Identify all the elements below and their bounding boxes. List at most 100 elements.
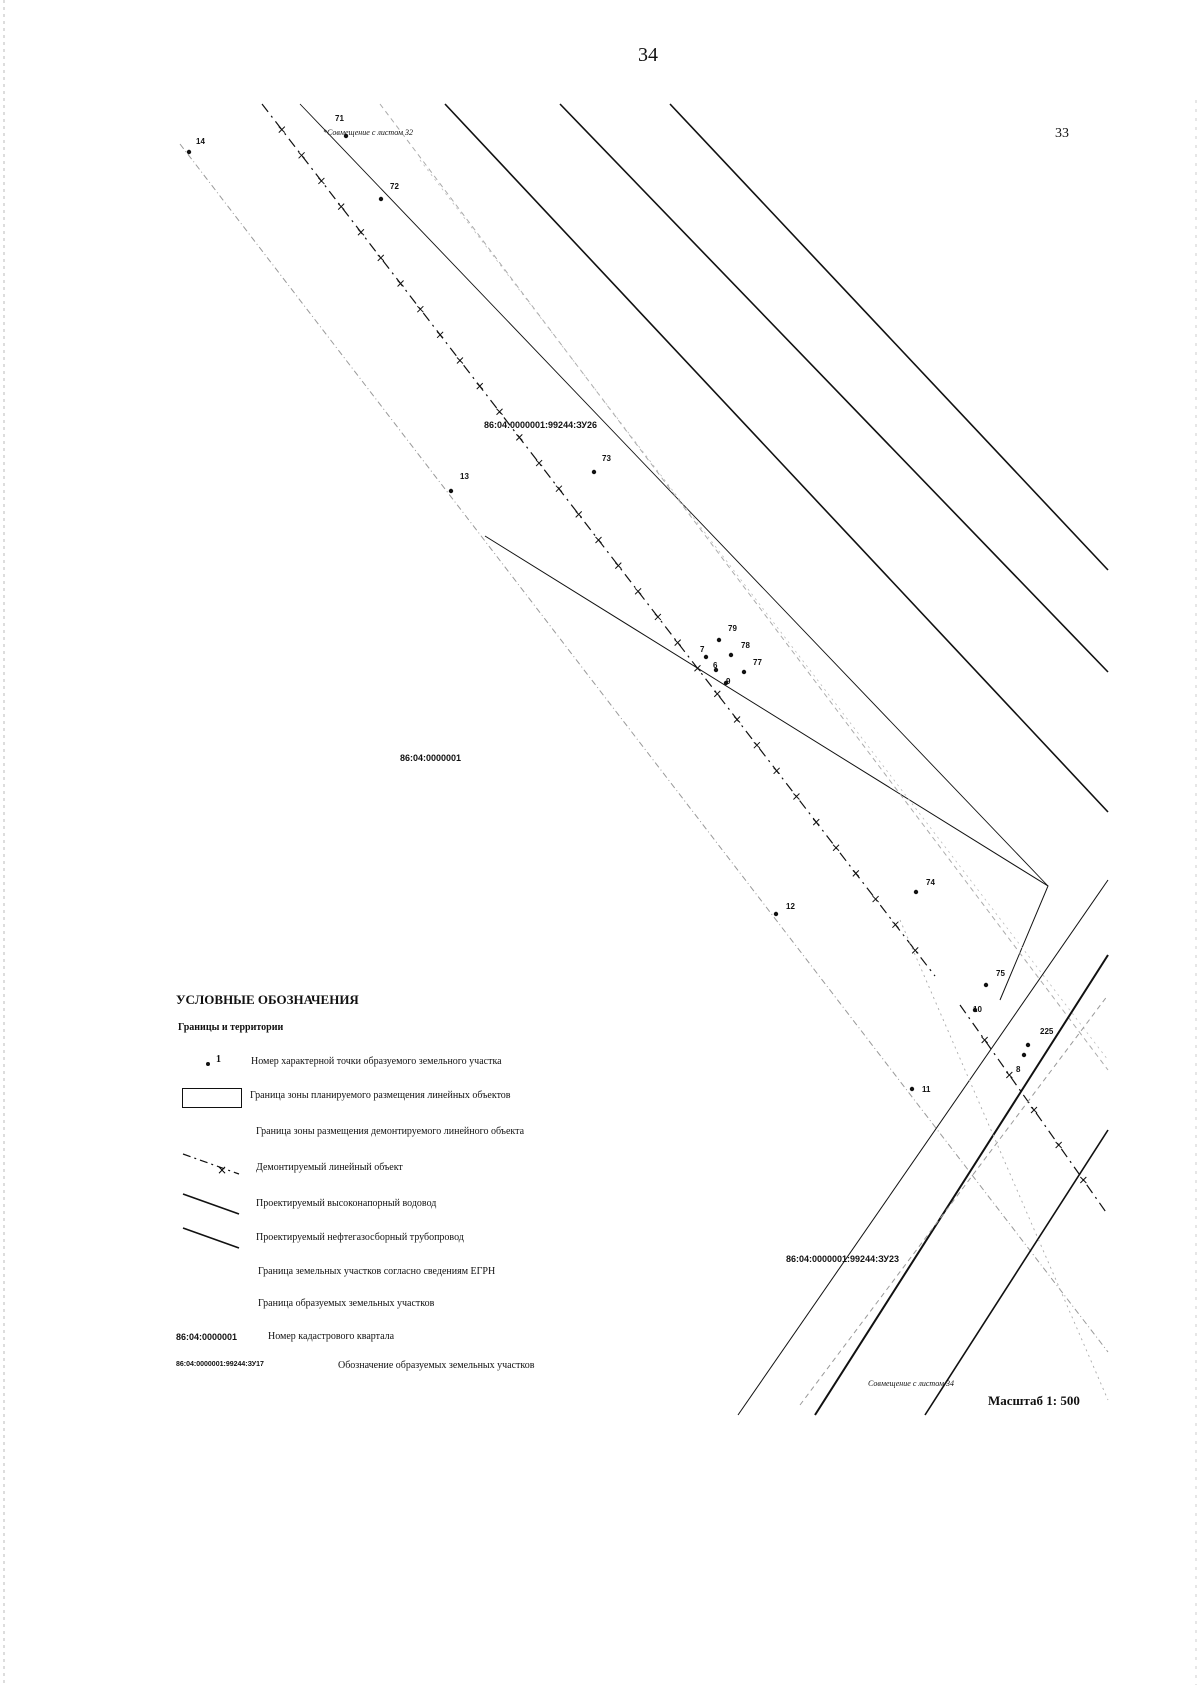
point-label: 72	[390, 182, 399, 191]
point-label: 74	[926, 878, 935, 887]
demount-cross	[852, 870, 860, 877]
lower-egrn-boundary	[799, 994, 1109, 1406]
demount-cross	[654, 613, 662, 621]
demount-cross	[793, 793, 800, 800]
point-label: 79	[728, 624, 737, 633]
demount-cross	[416, 305, 424, 313]
demount-cross	[614, 562, 622, 570]
projected-pipeline-1	[444, 103, 1109, 813]
demount-cross	[872, 895, 879, 903]
demount-cross	[436, 331, 444, 339]
legend-text-cadastral: Номер кадастрового квартала	[268, 1331, 395, 1342]
egrn-boundary-2	[379, 103, 1109, 1071]
point-markers	[186, 133, 1031, 1092]
legend-text-point: Номер характерной точки образуемого земе…	[251, 1056, 502, 1067]
planned-zone-boundary	[484, 535, 1049, 1001]
parcel-label-bottom: 86:04:0000001:99244:ЗУ23	[786, 1254, 899, 1264]
lower-zone-boundary	[737, 879, 1109, 1416]
point-label: 8	[1016, 1065, 1021, 1074]
scale-label: Масштаб 1: 500	[988, 1393, 1080, 1408]
legend-text-water: Проектируемый высоконапорный водовод	[256, 1198, 437, 1209]
projected-pipeline-3	[669, 103, 1109, 571]
legend: УСЛОВНЫЕ ОБОЗНАЧЕНИЯ Границы и территори…	[176, 992, 676, 1392]
demount-cross	[397, 280, 404, 287]
point-label: 225	[1040, 1027, 1054, 1036]
legend-title: УСЛОВНЫЕ ОБОЗНАЧЕНИЯ	[176, 992, 359, 1007]
cadastral-quarter-label: 86:04:0000001	[400, 753, 462, 763]
point-label: 12	[786, 902, 795, 911]
zone-boundary-upper	[299, 103, 1049, 887]
demount-cross	[278, 126, 286, 134]
demount-cross	[595, 536, 602, 544]
match-note-bottom: Совмещение с листом 34	[868, 1379, 954, 1388]
point-label: 78	[741, 641, 750, 650]
demount-cross	[555, 485, 563, 493]
demount-cross	[694, 664, 701, 672]
demount-cross	[773, 767, 781, 775]
demount-cross	[318, 177, 325, 185]
legend-oil-symbol	[182, 1227, 240, 1249]
legend-text-formed: Граница образуемых земельных участков	[258, 1298, 435, 1309]
point-label: 6	[713, 661, 718, 670]
point-label: 71	[335, 114, 344, 123]
legend-code-parcel: 86:04:0000001:99244:ЗУ17	[176, 1361, 264, 1368]
demount-cross-markers	[278, 126, 1087, 1184]
legend-text-zone: Граница зоны планируемого размещения лин…	[250, 1090, 511, 1101]
demount-cross	[911, 946, 919, 954]
demount-cross	[733, 716, 741, 723]
legend-water-symbol	[182, 1193, 240, 1215]
lower-pipeline-2	[924, 1129, 1109, 1416]
demount-cross	[1030, 1106, 1038, 1114]
demount-cross	[476, 382, 484, 390]
adjacent-sheet-number: 33	[1055, 126, 1069, 141]
demount-cross	[298, 151, 305, 159]
legend-demount-symbol: ×	[182, 1153, 240, 1177]
demount-cross	[1005, 1071, 1013, 1079]
page-number: 34	[638, 44, 658, 66]
demount-cross	[535, 459, 543, 467]
point-label: 9	[726, 677, 731, 686]
point-label: 73	[602, 454, 611, 463]
lower-formed-boundary	[899, 919, 1109, 1401]
demount-cross	[812, 818, 820, 826]
legend-subtitle: Границы и территории	[178, 1022, 284, 1033]
demount-cross	[377, 254, 385, 262]
legend-zone-symbol	[182, 1088, 242, 1108]
legend-point-symbol	[206, 1062, 210, 1066]
point-label: 77	[753, 658, 762, 667]
legend-text-demount-object: Демонтируемый линейный объект	[256, 1162, 403, 1173]
point-label: 7	[700, 645, 705, 654]
legend-point-number: 1	[216, 1054, 221, 1065]
legend-text-parcel: Обозначение образуемых земельных участко…	[338, 1360, 535, 1371]
demount-cross	[456, 357, 464, 364]
parcel-label-top: 86:04:0000001:99244:ЗУ26	[484, 420, 597, 430]
legend-code-cadastral: 86:04:0000001	[176, 1332, 238, 1342]
demount-cross	[515, 434, 523, 441]
demount-cross	[892, 921, 899, 929]
lower-pipeline-1	[814, 954, 1109, 1416]
legend-text-demount-zone: Граница зоны размещения демонтируемого л…	[256, 1126, 525, 1137]
demount-cross	[337, 203, 345, 210]
legend-text-oil: Проектируемый нефтегазосборный трубопров…	[256, 1232, 464, 1243]
demount-cross	[1055, 1141, 1063, 1149]
projected-pipeline-2	[559, 103, 1109, 673]
point-label: 75	[996, 969, 1005, 978]
demount-cross	[832, 844, 840, 852]
legend-text-egrn: Граница земельных участков согласно свед…	[258, 1266, 496, 1277]
point-label: 10	[973, 1005, 982, 1014]
svg-text:×: ×	[217, 1163, 227, 1177]
demount-cross	[496, 408, 503, 416]
point-label: 11	[922, 1085, 931, 1094]
demount-cross	[634, 587, 642, 595]
egrn-boundary-3	[419, 159, 1109, 1061]
match-note-top: *Совмещение с листом 32	[323, 128, 413, 137]
demount-cross	[713, 690, 721, 698]
demount-cross	[357, 228, 365, 236]
demount-cross	[1079, 1176, 1087, 1184]
demount-cross	[981, 1036, 989, 1044]
point-label: 14	[196, 137, 205, 146]
demount-cross	[753, 741, 761, 749]
demount-cross	[575, 510, 583, 518]
point-label: 13	[460, 472, 469, 481]
